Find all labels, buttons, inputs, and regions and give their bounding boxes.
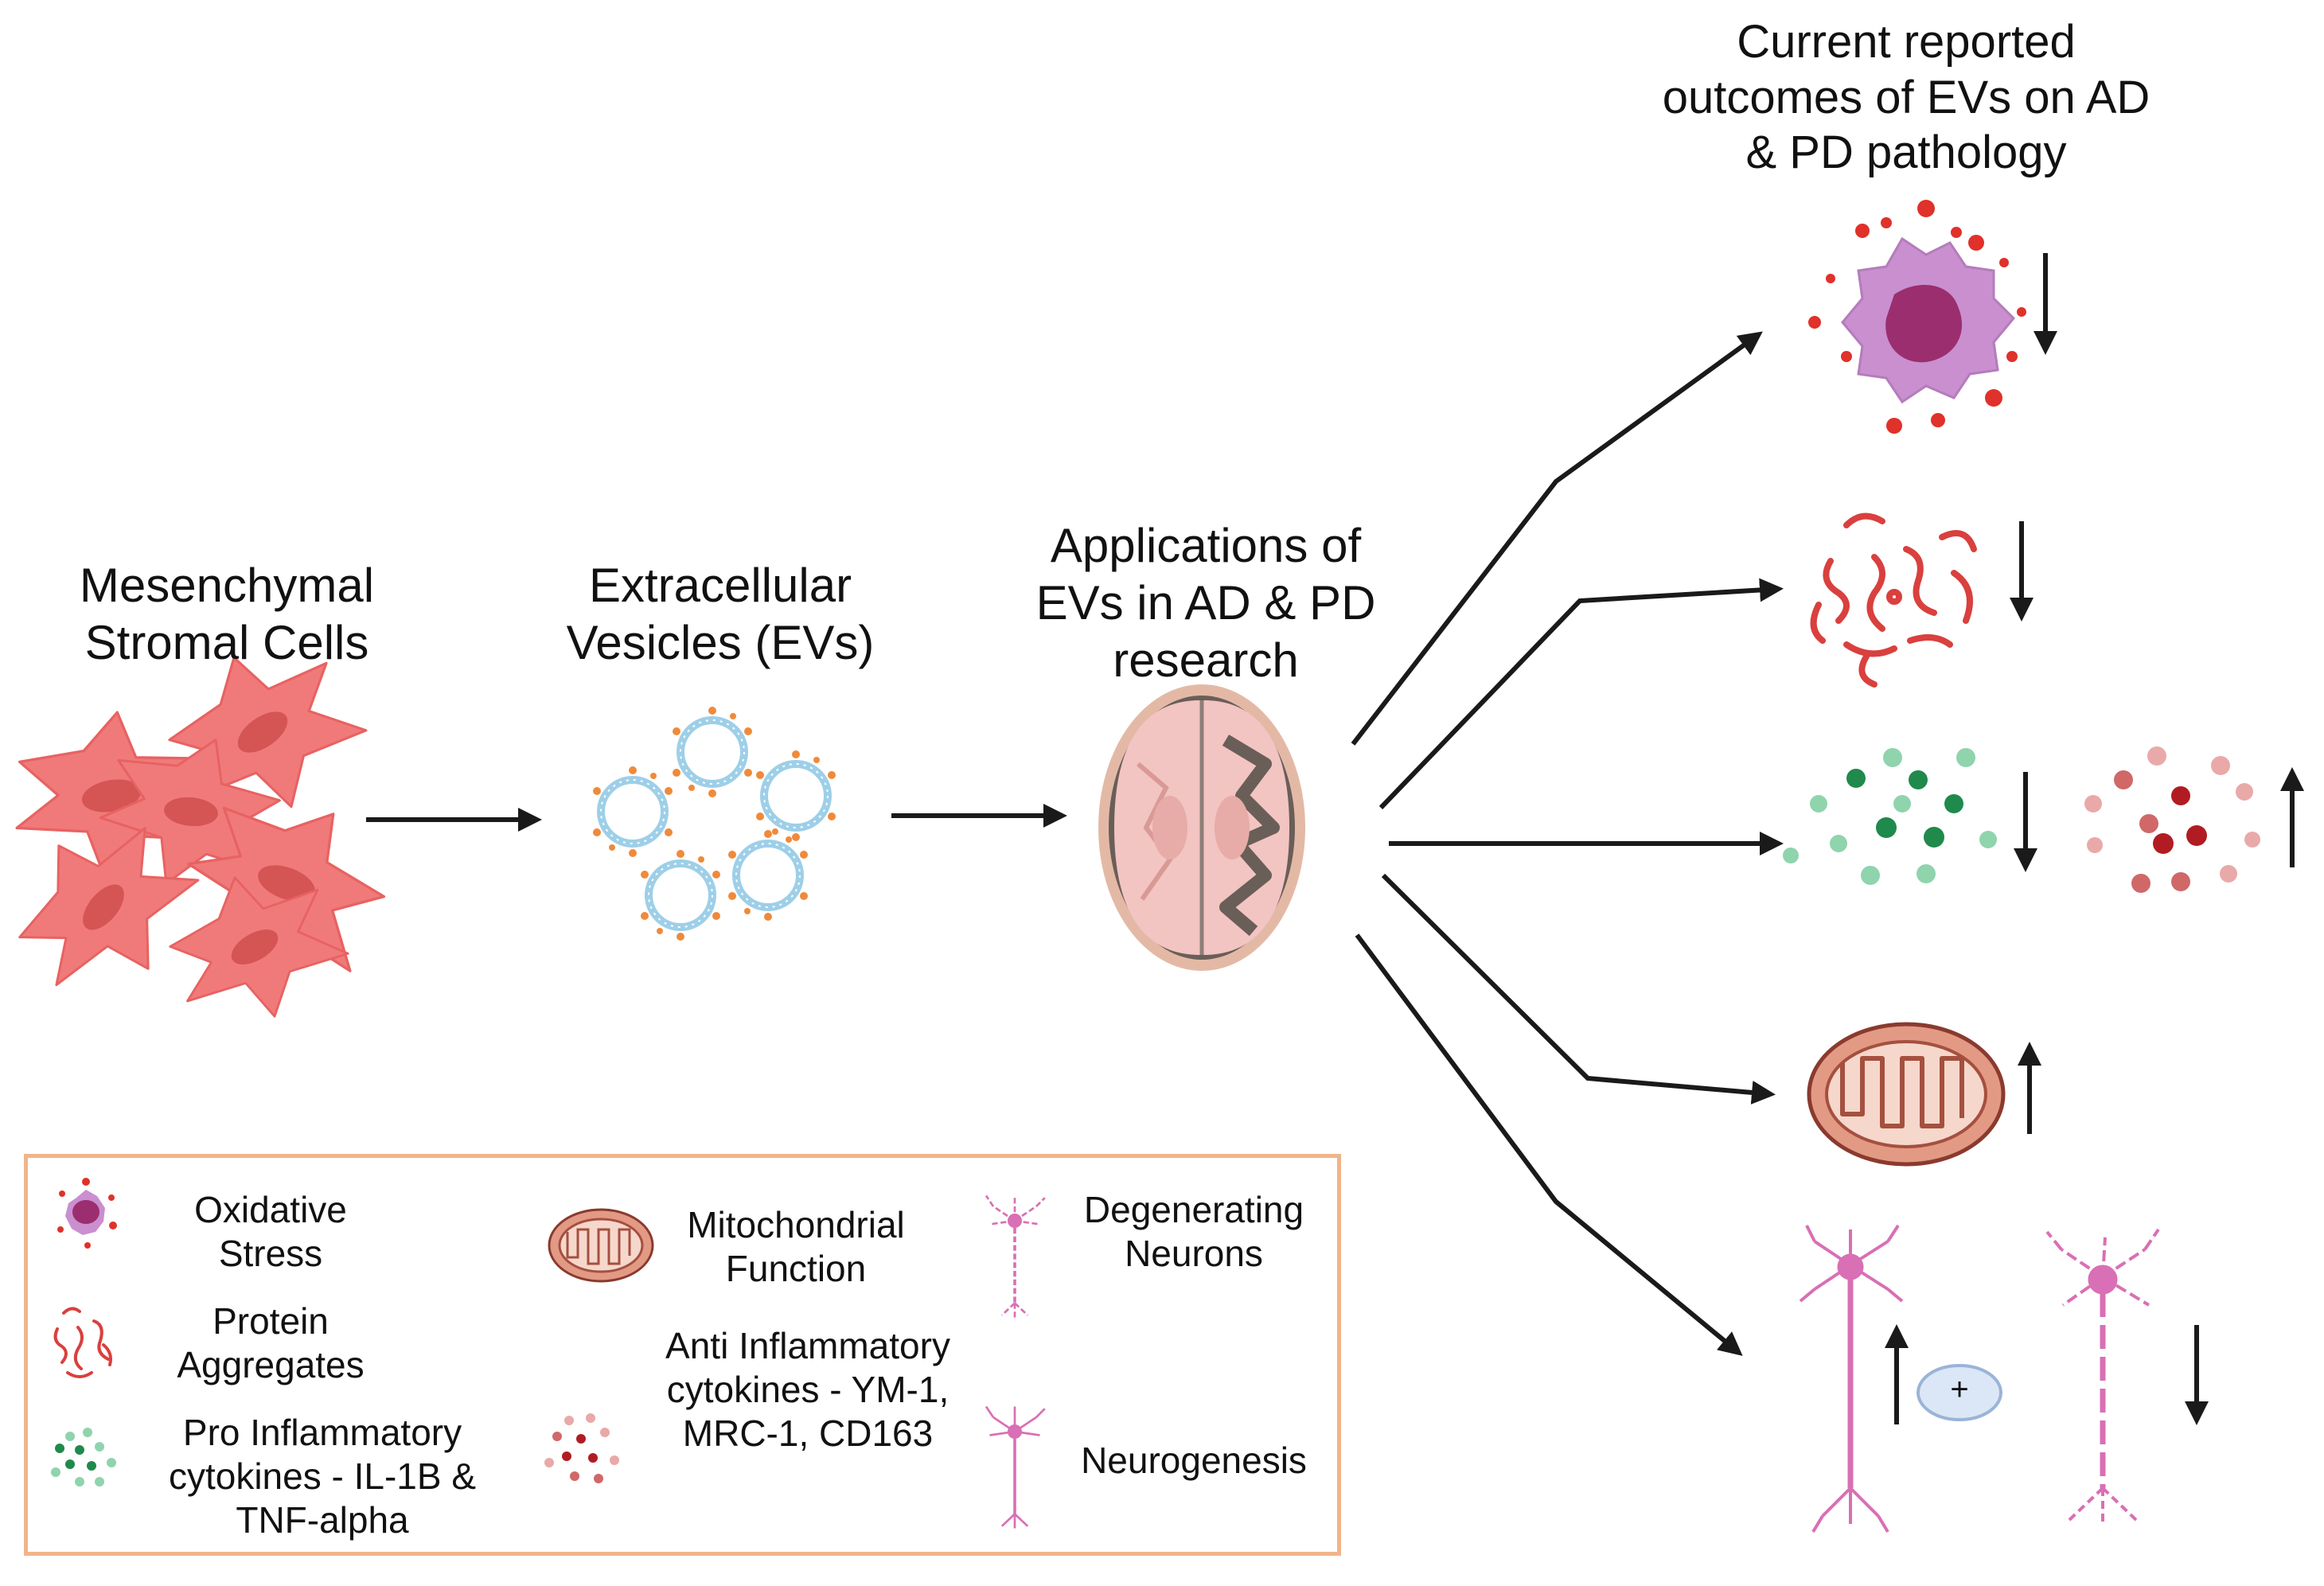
legend-icon-anti-inflammatory — [544, 1413, 619, 1483]
mitochondrion-illustration — [1807, 1022, 2006, 1167]
direction-arrows — [1885, 253, 2304, 1425]
degenerating-neuron-illustration — [2045, 1228, 2160, 1526]
legend-label-degenerating: Degenerating Neurons — [1083, 1189, 1304, 1275]
legend-label-mitochondrial: Mitochondrial Function — [687, 1204, 905, 1290]
legend-label-oxidative: Oxidative Stress — [194, 1189, 347, 1275]
legend-label-pro-inflammatory: Pro Inflammatory cytokines - IL-1B & TNF… — [168, 1412, 477, 1541]
msc-label: Mesenchymal Stromal Cells — [79, 559, 375, 669]
legend-icon-pro-inflammatory — [51, 1428, 116, 1487]
oxidative-stress-illustration — [1808, 200, 2026, 434]
pro-inflammatory-illustration — [1783, 748, 1997, 885]
plus-badge — [1917, 1364, 2002, 1421]
ev-cluster-illustration — [593, 707, 836, 941]
anti-inflammatory-illustration — [2084, 746, 2260, 893]
legend-icon-protein — [53, 1307, 112, 1378]
msc-cluster-illustration — [0, 628, 422, 1034]
protein-aggregates-illustration — [1810, 512, 1977, 688]
legend-icon-mitochondrion — [548, 1208, 654, 1283]
brain-illustration — [1098, 684, 1305, 971]
outcomes-title: Current reported outcomes of EVs on AD &… — [1662, 16, 2150, 179]
neurogenesis-neuron-illustration — [1799, 1224, 1904, 1533]
plus-symbol: + — [1950, 1372, 1969, 1407]
flow-arrows — [366, 331, 1784, 1356]
applications-label: Applications of EVs in AD & PD research — [1035, 519, 1376, 687]
legend-label-anti-inflammatory: Anti Inflammatory cytokines - YM-1, MRC-… — [665, 1325, 950, 1455]
ev-label: Extracellular Vesicles (EVs) — [566, 559, 875, 669]
legend-label-neurogenesis: Neurogenesis — [1081, 1440, 1307, 1481]
legend-box — [24, 1154, 1341, 1556]
legend-icon-oxidative — [57, 1178, 117, 1249]
legend-label-protein: Protein Aggregates — [177, 1300, 365, 1386]
